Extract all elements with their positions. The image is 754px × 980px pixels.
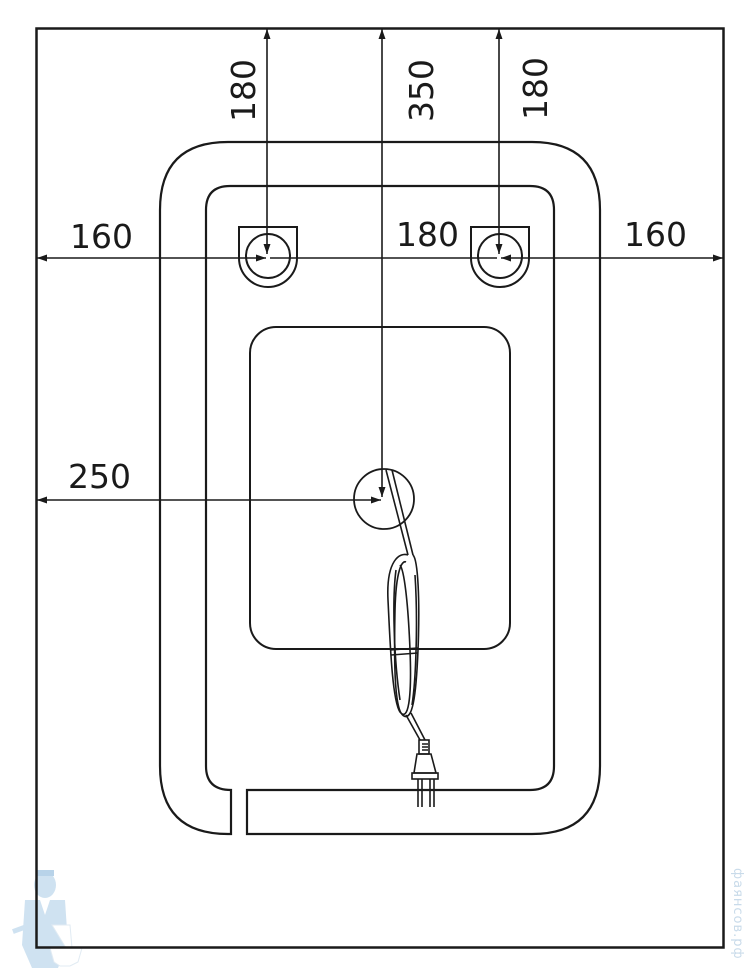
watermark-text: фаянсов.рф	[730, 868, 745, 960]
back-panel	[249, 326, 511, 650]
dim-right-margin: 160	[624, 215, 687, 254]
dim-left-hole-top: 180	[224, 59, 263, 122]
left-mounting-hole	[238, 226, 298, 288]
dim-hole-spacing: 180	[396, 215, 459, 254]
plumber-with-toilet-icon	[12, 870, 83, 968]
right-mounting-hole	[470, 226, 530, 288]
mirror-outline	[35, 27, 725, 949]
led-frame-outer	[158, 140, 602, 836]
dim-left-margin: 160	[70, 217, 133, 256]
dim-right-hole-top: 180	[516, 57, 555, 120]
dimension-lines	[37, 29, 723, 504]
power-cord	[385, 469, 439, 807]
dim-cable-left: 250	[68, 457, 131, 496]
dim-cable-top: 350	[402, 59, 441, 122]
